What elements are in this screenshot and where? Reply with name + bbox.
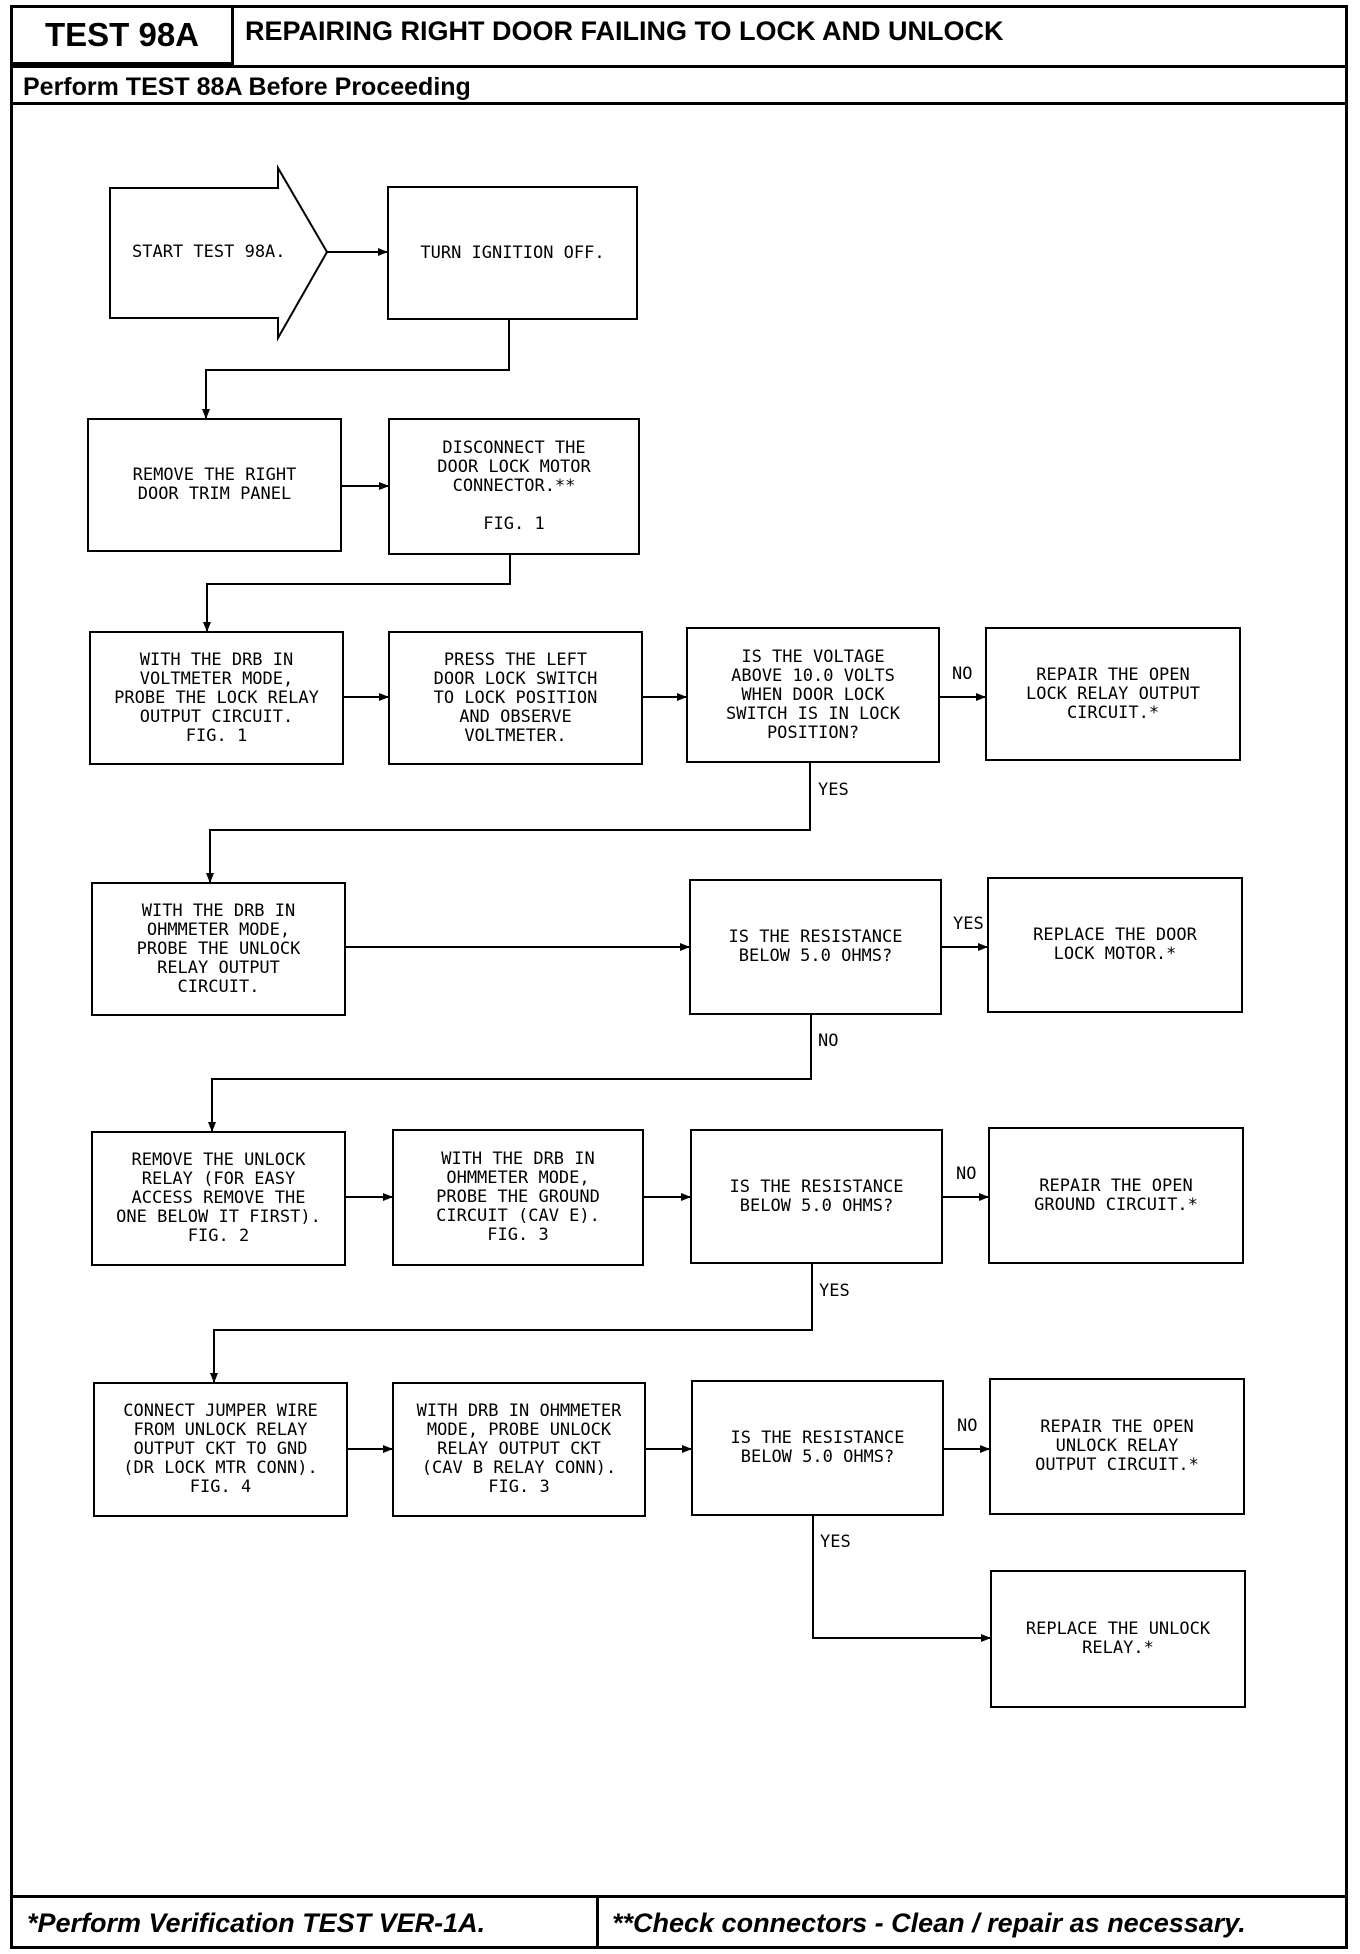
page-title: REPAIRING RIGHT DOOR FAILING TO LOCK AND… xyxy=(245,16,1004,46)
step-turn-ignition-off: TURN IGNITION OFF. xyxy=(387,186,638,320)
step-probe-unlock-relay: WITH THE DRB IN OHMMETER MODE, PROBE THE… xyxy=(91,882,346,1016)
footer-column-divider xyxy=(596,1895,599,1949)
step-repair-unlock-output: REPAIR THE OPEN UNLOCK RELAY OUTPUT CIRC… xyxy=(989,1378,1245,1515)
footer-note-connectors: **Check connectors - Clean / repair as n… xyxy=(612,1908,1246,1938)
step-repair-ground: REPAIR THE OPEN GROUND CIRCUIT.* xyxy=(988,1127,1244,1264)
branch-label-yes: YES xyxy=(820,1532,851,1552)
branch-label-no: NO xyxy=(818,1031,839,1051)
step-replace-door-lock-motor: REPLACE THE DOOR LOCK MOTOR.* xyxy=(987,877,1243,1013)
step-repair-lock-output: REPAIR THE OPEN LOCK RELAY OUTPUT CIRCUI… xyxy=(985,627,1241,761)
branch-label-yes: YES xyxy=(818,780,849,800)
step-probe-unlock-output: WITH DRB IN OHMMETER MODE, PROBE UNLOCK … xyxy=(392,1382,646,1517)
decision-resistance-3: IS THE RESISTANCE BELOW 5.0 OHMS? xyxy=(691,1380,944,1516)
branch-label-no: NO xyxy=(952,664,973,684)
step-remove-unlock-relay: REMOVE THE UNLOCK RELAY (FOR EASY ACCESS… xyxy=(91,1131,346,1266)
footer-note-verification: *Perform Verification TEST VER-1A. xyxy=(27,1908,486,1938)
branch-label-no: NO xyxy=(956,1164,977,1184)
step-remove-trim-panel: REMOVE THE RIGHT DOOR TRIM PANEL xyxy=(87,418,342,552)
decision-voltage: IS THE VOLTAGE ABOVE 10.0 VOLTS WHEN DOO… xyxy=(686,627,940,763)
branch-label-yes: YES xyxy=(953,914,984,934)
branch-label-yes: YES xyxy=(819,1281,850,1301)
header-divider xyxy=(10,65,1348,68)
step-connect-jumper: CONNECT JUMPER WIRE FROM UNLOCK RELAY OU… xyxy=(93,1382,348,1517)
start-arrow-shape xyxy=(109,164,329,342)
step-probe-lock-relay: WITH THE DRB IN VOLTMETER MODE, PROBE TH… xyxy=(89,631,344,765)
footer-divider xyxy=(10,1895,1348,1898)
page-frame xyxy=(10,5,1348,1949)
decision-resistance-2: IS THE RESISTANCE BELOW 5.0 OHMS? xyxy=(690,1129,943,1264)
step-press-lock-switch: PRESS THE LEFT DOOR LOCK SWITCH TO LOCK … xyxy=(388,631,643,765)
start-step: START TEST 98A. xyxy=(132,242,286,262)
test-id: TEST 98A xyxy=(10,5,234,65)
header-divider-2 xyxy=(10,102,1348,105)
decision-resistance-1: IS THE RESISTANCE BELOW 5.0 OHMS? xyxy=(689,879,942,1015)
step-probe-ground: WITH THE DRB IN OHMMETER MODE, PROBE THE… xyxy=(392,1129,644,1266)
step-disconnect-motor: DISCONNECT THE DOOR LOCK MOTOR CONNECTOR… xyxy=(388,418,640,555)
branch-label-no: NO xyxy=(957,1416,978,1436)
prerequisite-note: Perform TEST 88A Before Proceeding xyxy=(23,73,471,101)
step-replace-unlock-relay: REPLACE THE UNLOCK RELAY.* xyxy=(990,1570,1246,1708)
